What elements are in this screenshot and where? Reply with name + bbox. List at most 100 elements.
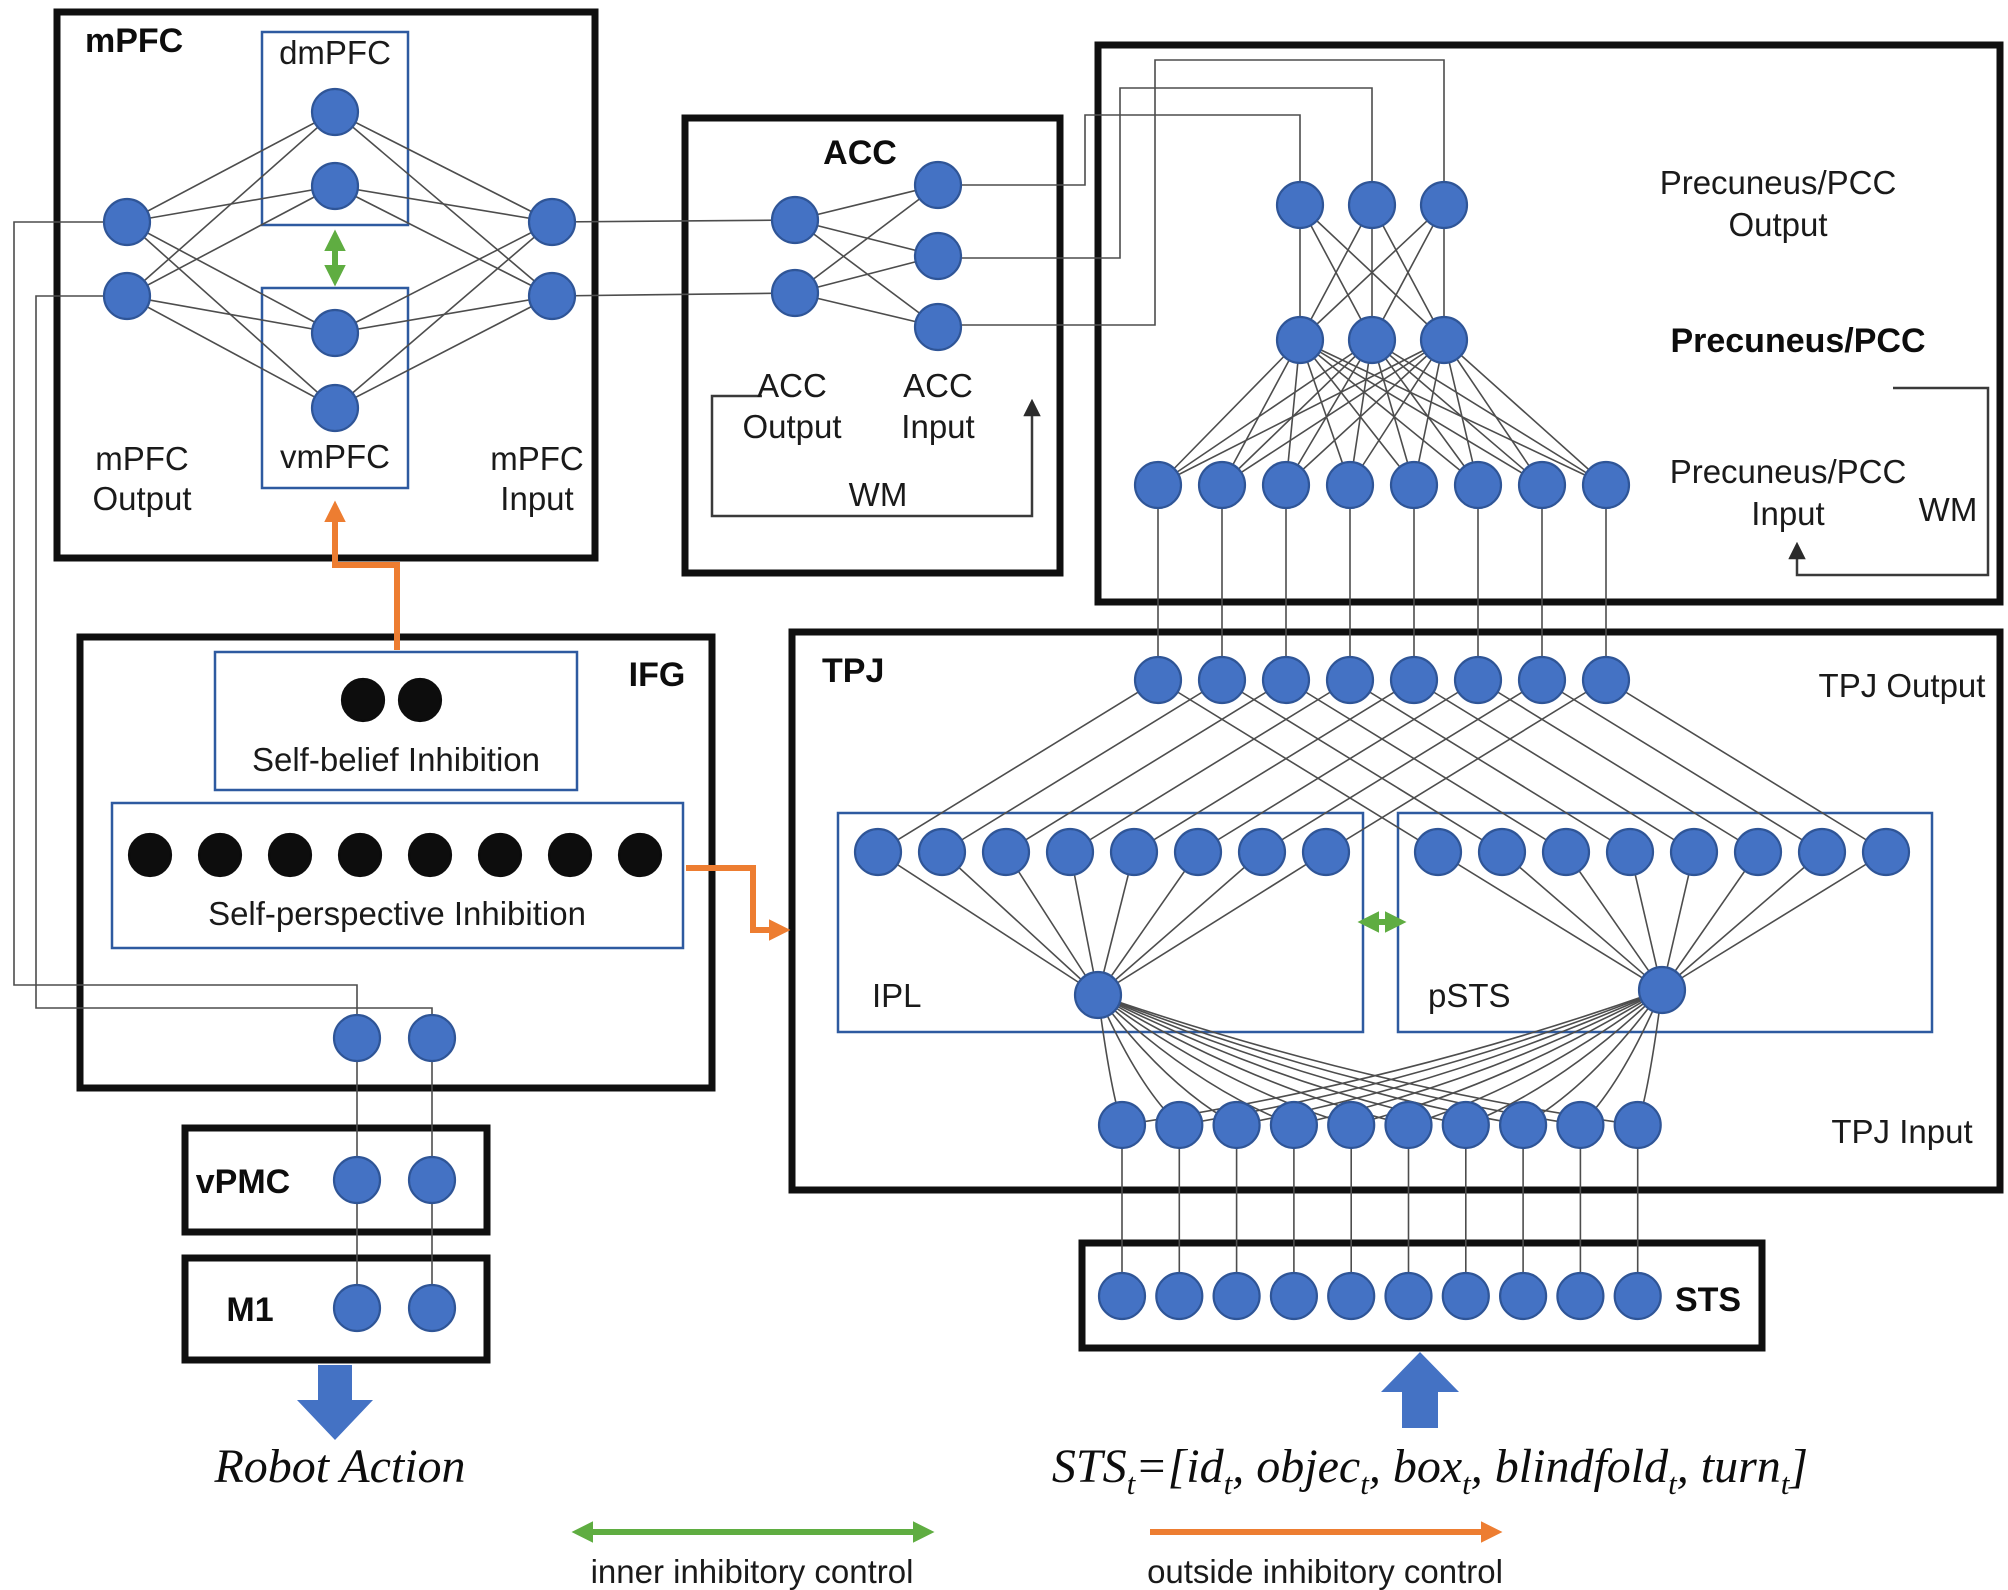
sts-node xyxy=(1498,1271,1548,1321)
connection-line xyxy=(1605,679,1887,853)
connection-line xyxy=(126,111,336,223)
precuneus-input-node xyxy=(1453,460,1503,510)
precuneus-input-node xyxy=(1517,460,1567,510)
connection-line xyxy=(877,851,1099,996)
mpfc-input-label-line1: mPFC xyxy=(490,440,584,477)
connection-line xyxy=(1285,339,1445,486)
precuneus-output-node xyxy=(1275,180,1325,230)
ipl-node xyxy=(1301,827,1351,877)
connection-line xyxy=(1541,679,1823,853)
connection-line xyxy=(1261,679,1543,853)
connection-line xyxy=(1221,339,1373,486)
precuneus-wm-loop xyxy=(1788,386,1990,577)
sts-title: STS xyxy=(1675,1281,1741,1319)
self-belief-label: Self-belief Inhibition xyxy=(252,741,540,778)
connection-line xyxy=(1443,339,1607,486)
tpj-box xyxy=(788,628,2004,1194)
sts-formula: STSt=[idt, object, boxt, blindfoldt, tur… xyxy=(1052,1440,1808,1501)
self-perspective-node xyxy=(337,832,383,878)
legend-inner-label: inner inhibitory control xyxy=(591,1553,914,1590)
connection-line xyxy=(126,185,336,297)
robot-action-caption: Robot Action xyxy=(213,1440,465,1493)
connection-line xyxy=(1413,339,1445,486)
acc-box xyxy=(681,114,1064,577)
ipl-hub-node xyxy=(1073,970,1123,1020)
self-perspective-box xyxy=(110,801,685,950)
mpfc-title: mPFC xyxy=(85,22,183,60)
precuneus-input-node xyxy=(1133,460,1183,510)
sts-box xyxy=(1078,1239,1766,1352)
connection-line xyxy=(551,292,796,297)
self-perspective-label: Self-perspective Inhibition xyxy=(208,895,586,932)
mpfc-output-node xyxy=(102,197,152,247)
mpfc-input-node xyxy=(527,197,577,247)
sts-node xyxy=(1097,1271,1147,1321)
precuneus-title: Precuneus/PCC xyxy=(1670,322,1925,360)
acc-to-precuneus-route xyxy=(961,87,1373,259)
tpj-title: TPJ xyxy=(822,652,884,690)
connection-line xyxy=(794,219,939,328)
precuneus-mid-node xyxy=(1275,315,1325,365)
ifg-output-node xyxy=(332,1013,382,1063)
connection-line xyxy=(1157,679,1439,853)
connection-line xyxy=(1371,204,1445,341)
precuneus-wm-label: WM xyxy=(1919,491,1978,528)
connection-line xyxy=(126,221,336,334)
ifg-title: IFG xyxy=(629,656,686,694)
precuneus-output-label-line1: Precuneus/PCC xyxy=(1660,164,1897,201)
m1-node xyxy=(407,1283,457,1333)
connection-line xyxy=(1437,851,1663,991)
ipl-label: IPL xyxy=(872,977,922,1014)
tpj-output-node xyxy=(1325,655,1375,705)
dmpfc-node xyxy=(310,161,360,211)
connection-line xyxy=(1501,851,1663,991)
connection-curve xyxy=(1408,989,1663,1126)
vpmc-title: vPMC xyxy=(196,1163,290,1201)
connection-line xyxy=(1069,679,1351,853)
ipl-node xyxy=(917,827,967,877)
connection-line xyxy=(1477,679,1759,853)
tpj-input-label: TPJ Input xyxy=(1831,1113,1972,1150)
vpmc-node xyxy=(407,1155,457,1205)
nodes-layer xyxy=(102,87,1911,1333)
precuneus-output-node xyxy=(1347,180,1397,230)
tpj-input-node xyxy=(1441,1100,1490,1150)
acc-wm-label: WM xyxy=(849,476,908,513)
ipl-node xyxy=(1173,827,1223,877)
connection-line xyxy=(1133,679,1415,853)
mpfc-box xyxy=(53,8,599,562)
tpj-output-node xyxy=(1389,655,1439,705)
psts-node xyxy=(1733,827,1783,877)
sts-node xyxy=(1441,1271,1490,1321)
connection-line xyxy=(334,221,553,409)
dmpfc-box xyxy=(260,30,410,227)
psts-node xyxy=(1477,827,1527,877)
connection-line xyxy=(1097,851,1135,996)
ipl-node xyxy=(981,827,1031,877)
tpj-output-node xyxy=(1453,655,1503,705)
connection-line xyxy=(941,679,1223,853)
acc-output-label-line2: Output xyxy=(742,408,841,445)
tpj-input-node xyxy=(1556,1100,1605,1150)
vmpfc-node xyxy=(310,383,360,433)
outside-inhibitory-arrow-ifg-to-vmpfc xyxy=(324,500,400,650)
connection-line xyxy=(1005,679,1287,853)
connection-curve xyxy=(1465,989,1663,1126)
vmpfc-title: vmPFC xyxy=(280,438,390,475)
acc-input-node xyxy=(913,231,963,281)
connection-line xyxy=(1285,339,1373,486)
dmpfc-node xyxy=(310,87,360,137)
mpfc-output-node xyxy=(102,271,152,321)
acc-output-node xyxy=(770,268,820,318)
connection-curve xyxy=(1097,994,1295,1126)
psts-hub-node xyxy=(1637,965,1687,1015)
connection-line xyxy=(334,221,553,334)
connection-line xyxy=(877,679,1159,853)
connection-line xyxy=(1299,339,1351,486)
connection-line xyxy=(1097,851,1199,996)
dmpfc-title: dmPFC xyxy=(279,34,391,71)
connection-line xyxy=(1661,851,1887,991)
connection-line xyxy=(1285,339,1301,486)
psts-node xyxy=(1413,827,1463,877)
